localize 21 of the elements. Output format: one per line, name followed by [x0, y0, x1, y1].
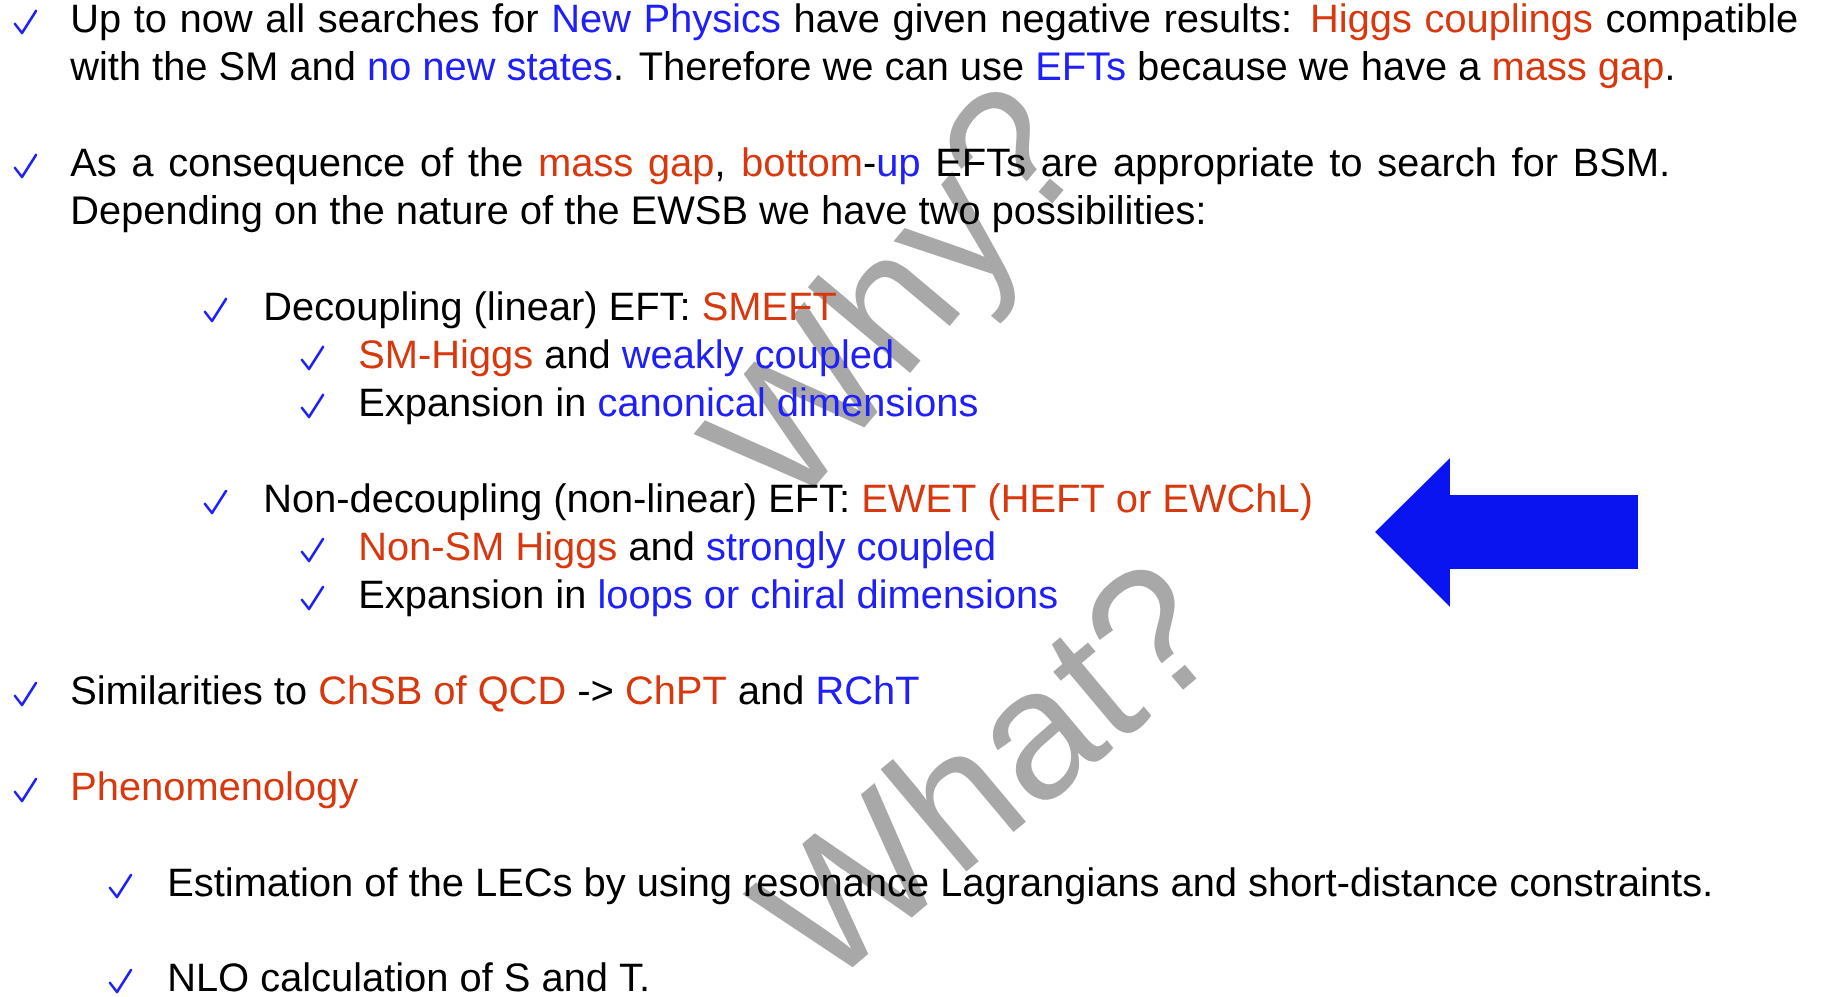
label: . Therefore we can use [616, 51, 1023, 81]
label: New Physics [554, 3, 780, 41]
bullet-text: NLO calculation of S and T. [170, 962, 647, 992]
bullet-text: Up to now all searches for New Physics have given negative results: Higgs couplings compatible with the SM and no new states. Therefore we can use EFTs because we have a mass gap. [70, 3, 1797, 89]
bullet-text: Phenomenology [73, 771, 359, 809]
label: EFTs [1038, 52, 1125, 81]
label: because we have a [1139, 51, 1481, 81]
label: no new states [369, 54, 612, 81]
label: have given negative results: [796, 3, 1289, 41]
label: ChSB of QCD [320, 675, 565, 712]
label: Up to now all searches for [73, 3, 538, 41]
label: -> [579, 680, 612, 702]
label: Higgs couplings [1313, 3, 1592, 41]
label: . [1667, 75, 1672, 80]
label: ChPT [626, 675, 726, 705]
label: As a consequence of the [70, 147, 522, 185]
bullet-text: Non-SM Higgs and strongly coupled [361, 531, 994, 569]
label: Similarities to [72, 675, 306, 705]
label: compatible [1607, 3, 1797, 41]
label: with the SM and [70, 51, 354, 81]
label: mass gap [1494, 58, 1663, 89]
